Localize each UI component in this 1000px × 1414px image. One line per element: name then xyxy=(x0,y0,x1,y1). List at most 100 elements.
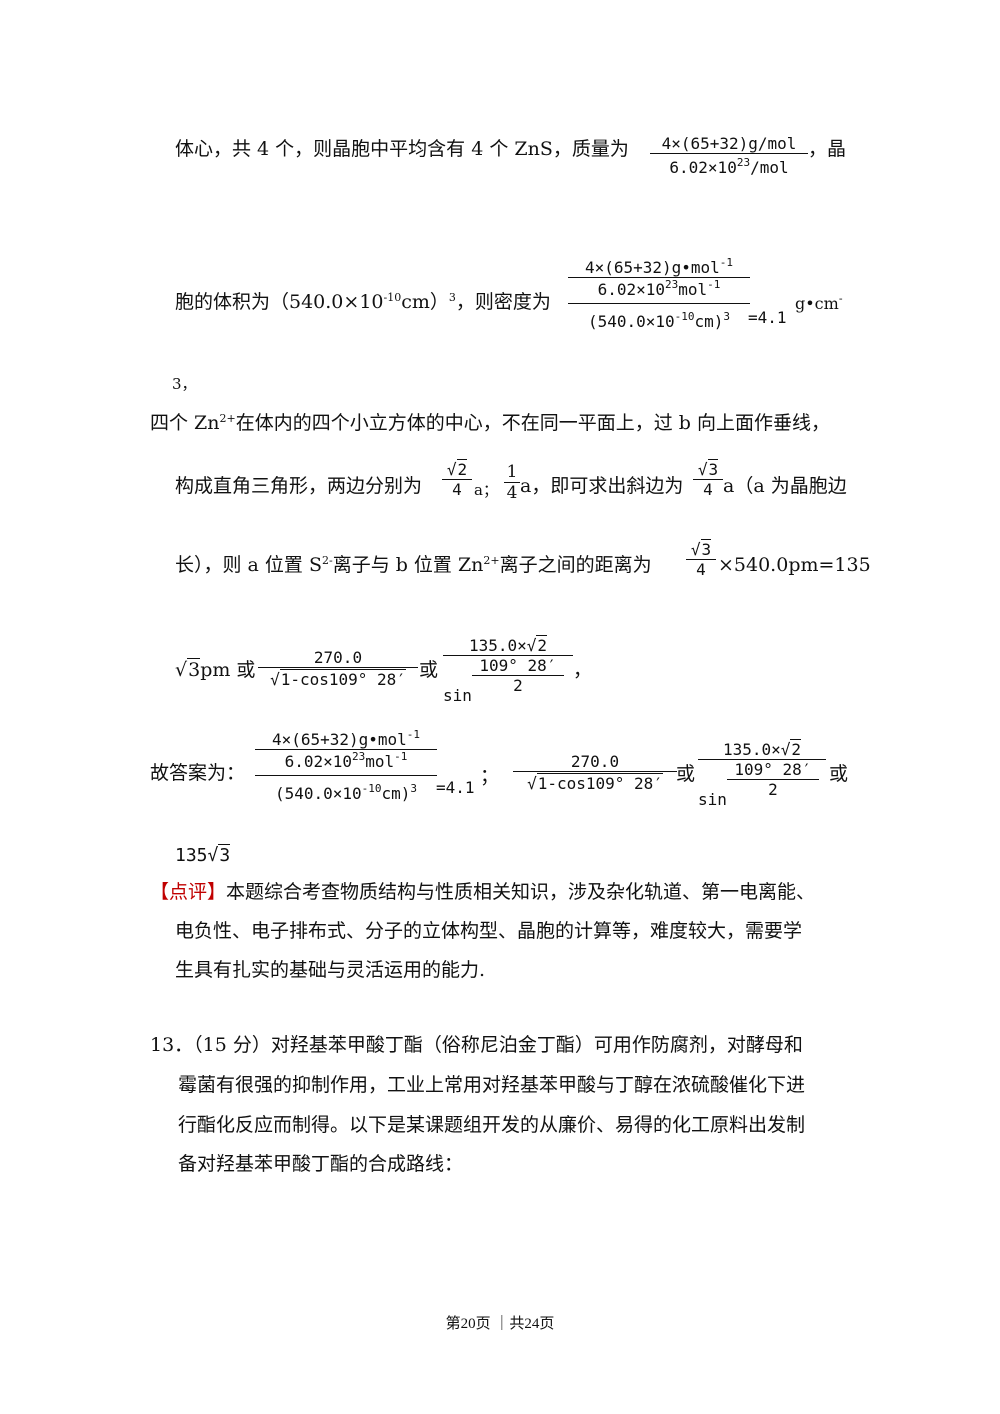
ans-inner-numerator: 4×(65+32)g•mol-1 xyxy=(255,728,437,749)
line-6-sup1: 2- xyxy=(321,554,333,567)
sqrt3-radicand: 3 xyxy=(707,459,719,479)
density-den-unit-exp: -1 xyxy=(707,278,721,291)
frac-270-radicand: 1-cos109° 28′ xyxy=(279,669,406,689)
ans-135-num: 135.0×√2 xyxy=(722,739,802,759)
line-4-rest: 在体内的四个小立方体的中心，不在同一平面上，过 b 向上面作垂线， xyxy=(235,412,830,434)
ans-den-base: 6.02×10 xyxy=(284,752,353,771)
line-4-prefix: 四个 Zn xyxy=(150,412,220,434)
density-inner-denominator: 6.02×1023mol-1 xyxy=(568,277,750,299)
density-fraction: 4×(65+32)g•mol-1 6.02×1023mol-1 (540.0×1… xyxy=(568,256,750,331)
frac-sqrt2-over-4: √2 4 xyxy=(442,459,472,499)
line-7-prefix: √3pm 或 xyxy=(175,658,256,681)
line-9-sqrt3: 3 xyxy=(218,844,231,866)
ans-num-exp: -1 xyxy=(406,728,421,741)
line-2-suffix: ，则密度为 xyxy=(455,291,551,313)
q13-line-3: 行酯化反应而制得。以下是某课题组开发的从廉价、易得的化工原料出发制 xyxy=(178,1114,806,1136)
line-5-prefix: 构成直角三角形，两边分别为 xyxy=(175,475,423,497)
line-5-a1: a； xyxy=(474,478,498,502)
density-vol-base: (540.0×10 xyxy=(587,312,675,331)
line-2-prefix: 胞的体积为（540.0×10 xyxy=(175,291,384,313)
frac-135-num-base: 135.0× xyxy=(468,636,527,655)
line-6-prefix: 长），则 a 位置 S xyxy=(175,554,322,576)
ans-135-sqrt2: 2 xyxy=(790,739,802,759)
frac-sqrt3-over-4: √3 4 xyxy=(693,459,723,499)
frac-sqrt3b-num: √3 xyxy=(690,539,712,559)
line-1-suffix: ，晶 xyxy=(808,138,847,160)
ans-vol-cube: 3 xyxy=(410,782,418,795)
line-1-prefix: 体心，共 4 个，则晶胞中平均含有 4 个 ZnS，质量为 xyxy=(175,138,629,160)
sin-label: sin xyxy=(443,686,472,705)
line-7-pm: pm 或 xyxy=(200,659,256,681)
density-num-exp: -1 xyxy=(719,256,734,269)
mass-numerator: 4×(65+32)g/mol xyxy=(661,134,797,153)
sin-arg-den: 2 xyxy=(471,675,564,695)
q13-line-4: 备对羟基苯甲酸丁酯的合成路线： xyxy=(178,1153,464,1175)
ans-sin-arg-frac: 109° 28′2 xyxy=(726,760,819,799)
answer-label: 故答案为： xyxy=(150,762,246,784)
answer-eq-value: =4.1 xyxy=(436,778,475,797)
density-equals: =4.1 xyxy=(748,308,787,327)
page-footer: 第20页 ｜共24页 xyxy=(445,1316,555,1332)
line-9-text: 135√3 xyxy=(175,844,231,866)
ans-num-base: 4×(65+32)g•mol xyxy=(271,730,407,749)
frac-270: 270.0 √1-cos109° 28′ xyxy=(258,648,418,689)
line-2-cube: 3 xyxy=(448,291,456,304)
frac-1-num: 1 xyxy=(506,462,518,482)
line-5-suffix: a（a 为晶胞边 xyxy=(723,475,847,497)
line-6-tail: 离子之间的距离为 xyxy=(499,554,652,576)
ans-sin-arg-den: 2 xyxy=(726,779,819,799)
frac-sqrt2-num: √2 xyxy=(446,459,468,479)
frac-270-den: √1-cos109° 28′ xyxy=(258,667,418,689)
line-6-text: 长），则 a 位置 S2-离子与 b 位置 Zn2+离子之间的距离为 xyxy=(175,553,652,577)
review-line-3: 生具有扎实的基础与灵活运用的能力. xyxy=(175,959,486,981)
ans-270-radicand: 1-cos109° 28′ xyxy=(536,773,663,793)
answer-frac-270: 270.0 √1-cos109° 28′ xyxy=(513,752,677,793)
answer-or-1: 或 xyxy=(676,763,696,785)
mass-den-exp: 23 xyxy=(736,156,751,169)
density-outer-denominator: (540.0×10-10cm)3 xyxy=(568,303,750,331)
sqrt2-radicand: 2 xyxy=(456,459,468,479)
density-unit-base: g•cm xyxy=(795,294,839,313)
review-text-1: 本题综合考查物质结构与性质相关知识，涉及杂化轨道、第一电离能、 xyxy=(226,881,816,903)
line-7-or: 或 xyxy=(419,659,439,681)
frac-135-sqrt2: 2 xyxy=(536,635,548,655)
line-9-135: 135 xyxy=(175,845,208,866)
a-symbol: a xyxy=(474,481,483,499)
frac-sqrt2-den: 4 xyxy=(442,479,472,499)
frac-270-num: 270.0 xyxy=(313,648,363,667)
ans-den-exp: 23 xyxy=(352,750,366,763)
line-2-text: 胞的体积为（540.0×10-10cm）3，则密度为 xyxy=(175,290,551,314)
ans-sin-label: sin xyxy=(698,790,727,809)
mass-denominator: 6.02×1023/mol xyxy=(650,153,808,177)
review-tag: 【点评】 xyxy=(150,881,227,903)
review-line-1: 【点评】本题综合考查物质结构与性质相关知识，涉及杂化轨道、第一电离能、 xyxy=(150,880,815,904)
ans-270-den: √1-cos109° 28′ xyxy=(513,771,677,793)
answer-or-2: 或 xyxy=(829,763,849,785)
line-7-sqrt3: 3 xyxy=(187,658,201,681)
ans-den-unit: mol xyxy=(365,752,395,771)
answer-equals: =4.1 xyxy=(436,778,475,797)
mass-fraction: 4×(65+32)g/mol 6.02×1023/mol xyxy=(650,134,808,177)
density-den-unit: mol xyxy=(678,280,708,299)
ans-vol-unit: cm) xyxy=(381,784,411,803)
line-2-cm: cm） xyxy=(401,291,449,313)
frac-sqrt3b-den: 4 xyxy=(686,559,716,579)
frac-135-num: 135.0×√2 xyxy=(468,635,548,655)
line-4-text: 四个 Zn2+在体内的四个小立方体的中心，不在同一平面上，过 b 向上面作垂线， xyxy=(150,411,830,435)
line-3-text: 3， xyxy=(172,375,197,393)
review-line-2: 电负性、电子排布式、分子的立体构型、晶胞的计算等，难度较大，需要学 xyxy=(175,920,803,942)
line-4-sup: 2+ xyxy=(219,412,236,425)
sin-arg-frac: 109° 28′2 xyxy=(471,656,564,695)
frac-1-den: 4 xyxy=(504,482,520,503)
ans-inner-denominator: 6.02×1023mol-1 xyxy=(255,749,437,771)
frac-sqrt3-num: √3 xyxy=(697,459,719,479)
sin-arg-num: 109° 28′ xyxy=(479,656,557,675)
line-1-text: 体心，共 4 个，则晶胞中平均含有 4 个 ZnS，质量为 xyxy=(175,137,629,161)
ans-135-num-base: 135.0× xyxy=(722,740,781,759)
q13-line-2: 霉菌有很强的抑制作用，工业上常用对羟基苯甲酸与丁醇在浓硫酸催化下进 xyxy=(178,1074,806,1096)
density-vol-cube: 3 xyxy=(723,310,731,323)
mass-den-base: 6.02×10 xyxy=(669,158,737,177)
density-den-base: 6.02×10 xyxy=(597,280,666,299)
